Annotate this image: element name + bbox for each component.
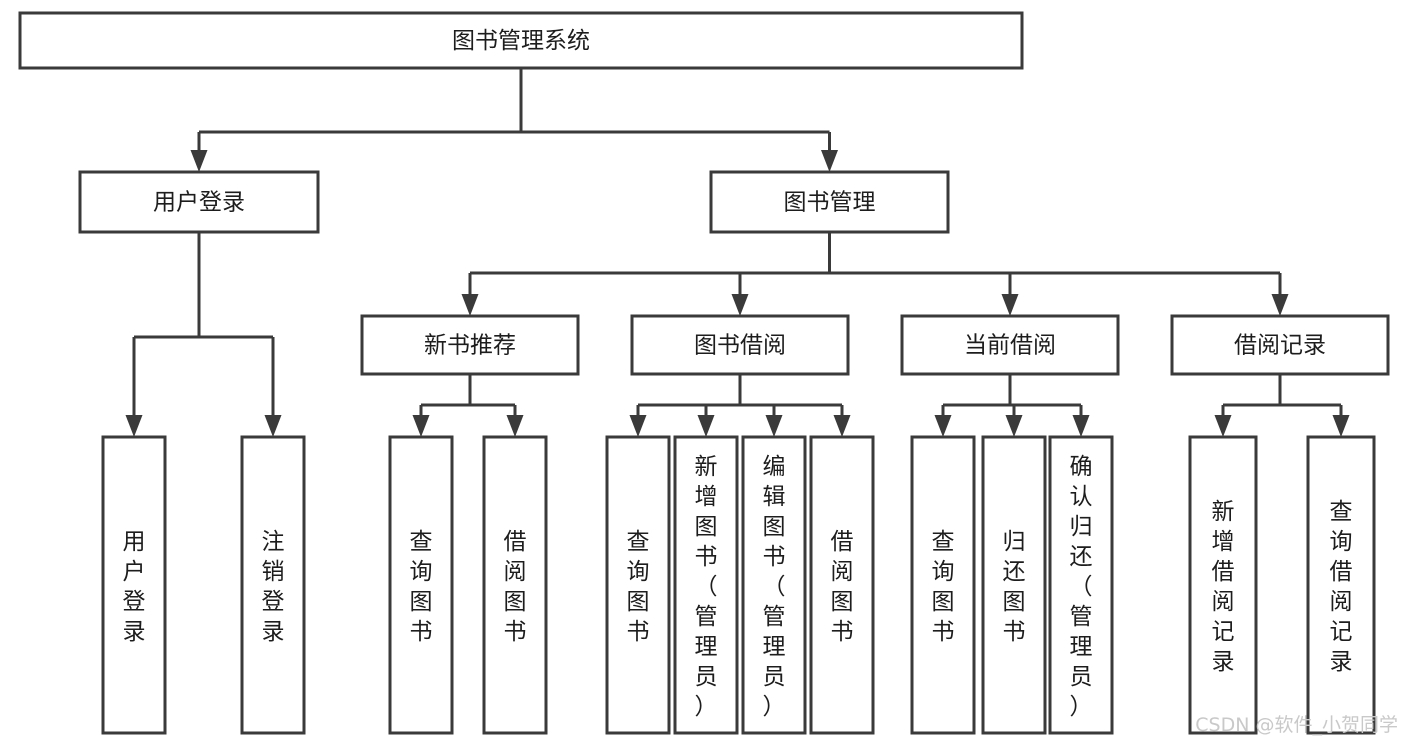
connector-arrowhead [833, 415, 851, 437]
connector-arrowhead [1332, 415, 1350, 437]
node-box[interactable] [709, 170, 950, 234]
connector-arrowhead [412, 415, 430, 437]
node-label: 用户登录 [123, 529, 146, 645]
node-user-login[interactable]: 用户登录 [78, 170, 320, 234]
node-box[interactable] [1188, 435, 1258, 735]
nodes-layer: 图书管理系统用户登录图书管理新书推荐图书借阅当前借阅借阅记录用户登录注销登录查询… [18, 11, 1390, 735]
node-leaf-edit-book[interactable]: 编辑图书（管理员） [741, 435, 807, 735]
connector-arrowhead [1271, 294, 1289, 316]
connector-arrowhead [461, 294, 479, 316]
node-box[interactable] [900, 314, 1120, 376]
node-borrow-record[interactable]: 借阅记录 [1170, 314, 1390, 376]
connector-group [1214, 374, 1350, 437]
connector-group [629, 374, 851, 437]
connector-arrowhead [697, 415, 715, 437]
connector-group [934, 374, 1090, 437]
connector-arrowhead [1072, 415, 1090, 437]
node-leaf-query-book-borrow[interactable]: 查询图书 [605, 435, 671, 735]
node-label: 图书管理系统 [452, 28, 590, 54]
connector-arrowhead [629, 415, 647, 437]
node-leaf-add-book[interactable]: 新增图书（管理员） [673, 435, 739, 735]
node-box[interactable] [741, 435, 807, 735]
node-book-manage[interactable]: 图书管理 [709, 170, 950, 234]
node-leaf-logout[interactable]: 注销登录 [240, 435, 306, 735]
node-label: 编辑图书（管理员） [763, 454, 786, 720]
node-root[interactable]: 图书管理系统 [18, 11, 1024, 70]
node-box[interactable] [809, 435, 875, 735]
node-box[interactable] [360, 314, 580, 376]
node-box[interactable] [78, 170, 320, 234]
connector-arrowhead [264, 415, 282, 437]
node-leaf-query-record[interactable]: 查询借阅记录 [1306, 435, 1376, 735]
connector-group [412, 374, 524, 437]
node-box[interactable] [673, 435, 739, 735]
node-box[interactable] [240, 435, 306, 735]
node-label: 新增图书（管理员） [695, 454, 718, 720]
node-label: 归还图书 [1003, 529, 1026, 645]
node-box[interactable] [630, 314, 850, 376]
connector-arrowhead [190, 150, 208, 172]
watermark: CSDN @软件_小贺同学 [1195, 714, 1398, 736]
connector-arrowhead [1005, 415, 1023, 437]
connector-arrowhead [821, 150, 838, 172]
connector-arrowhead [125, 415, 143, 437]
node-label: 新书推荐 [424, 333, 516, 359]
node-box[interactable] [910, 435, 976, 735]
node-label: 借阅记录 [1234, 333, 1326, 359]
connector-group [125, 232, 282, 437]
connector-arrowhead [1214, 415, 1232, 437]
node-label: 查询图书 [932, 529, 955, 645]
node-label: 图书借阅 [694, 333, 786, 359]
node-new-book-rec[interactable]: 新书推荐 [360, 314, 580, 376]
node-label: 确认归还（管理员） [1070, 454, 1093, 720]
node-leaf-user-login[interactable]: 用户登录 [101, 435, 167, 735]
node-leaf-add-record[interactable]: 新增借阅记录 [1188, 435, 1258, 735]
connector-arrowhead [765, 415, 783, 437]
node-label: 当前借阅 [964, 333, 1056, 359]
node-box[interactable] [482, 435, 548, 735]
node-label: 图书管理 [784, 190, 876, 216]
connector-arrowhead [731, 294, 749, 316]
node-leaf-query-book-rec[interactable]: 查询图书 [388, 435, 454, 735]
node-box[interactable] [1048, 435, 1114, 735]
node-label: 借阅图书 [504, 529, 527, 645]
node-label: 注销登录 [262, 529, 285, 645]
node-box[interactable] [605, 435, 671, 735]
node-leaf-borrow-book-rec[interactable]: 借阅图书 [482, 435, 548, 735]
node-box[interactable] [101, 435, 167, 735]
node-current-borrow[interactable]: 当前借阅 [900, 314, 1120, 376]
node-box[interactable] [1306, 435, 1376, 735]
node-label: 借阅图书 [831, 529, 854, 645]
node-label: 查询图书 [627, 529, 650, 645]
node-label: 用户登录 [153, 190, 245, 216]
node-leaf-confirm-return[interactable]: 确认归还（管理员） [1048, 435, 1114, 735]
node-leaf-return-book[interactable]: 归还图书 [981, 435, 1047, 735]
connectors-layer [125, 68, 1350, 437]
node-label: 查询借阅记录 [1330, 499, 1353, 675]
connector-arrowhead [506, 415, 524, 437]
connector-arrowhead [934, 415, 952, 437]
node-box[interactable] [388, 435, 454, 735]
node-box[interactable] [1170, 314, 1390, 376]
node-label: 查询图书 [410, 529, 433, 645]
connector-group [190, 68, 838, 172]
node-box[interactable] [18, 11, 1024, 70]
node-leaf-borrow-book[interactable]: 借阅图书 [809, 435, 875, 735]
connector-group [461, 232, 1289, 316]
node-box[interactable] [981, 435, 1047, 735]
node-label: 新增借阅记录 [1212, 499, 1235, 675]
node-leaf-query-book-cur[interactable]: 查询图书 [910, 435, 976, 735]
connector-arrowhead [1001, 294, 1019, 316]
node-book-borrow[interactable]: 图书借阅 [630, 314, 850, 376]
